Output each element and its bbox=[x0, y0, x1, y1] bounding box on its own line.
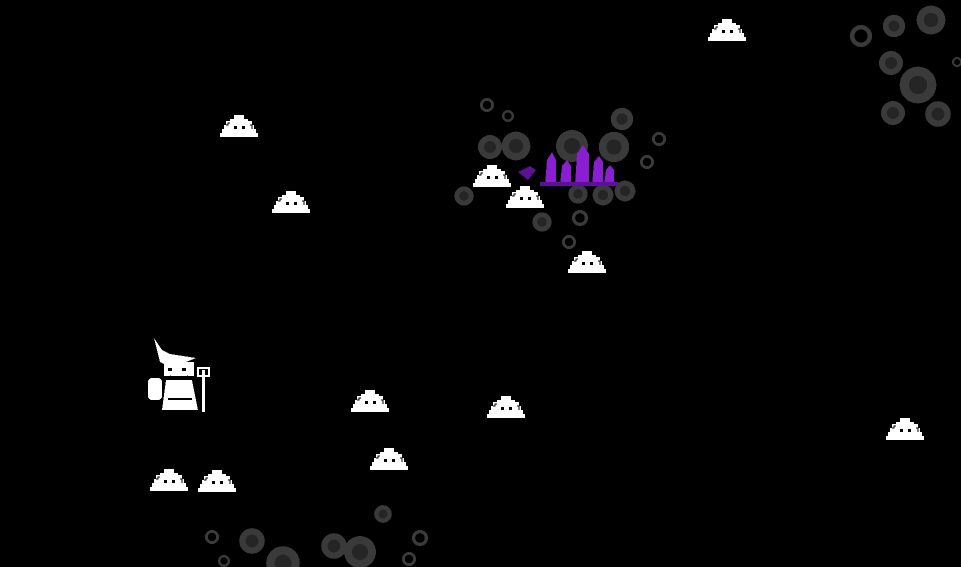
purple-crystal-icon[interactable] bbox=[518, 145, 618, 186]
slime-icon[interactable] bbox=[369, 447, 409, 471]
slime-enemies bbox=[149, 18, 925, 493]
rock-cluster-icon bbox=[852, 5, 961, 127]
slime-icon[interactable] bbox=[885, 417, 925, 441]
slime-icon[interactable] bbox=[271, 190, 311, 214]
slime-icon[interactable] bbox=[707, 18, 747, 42]
slime-icon[interactable] bbox=[505, 185, 545, 209]
wizard-icon[interactable] bbox=[148, 338, 210, 412]
slime-icon[interactable] bbox=[486, 395, 526, 419]
slime-icon[interactable] bbox=[149, 468, 189, 492]
slime-icon[interactable] bbox=[197, 469, 237, 493]
rock-cluster-icon bbox=[205, 505, 428, 567]
slime-icon[interactable] bbox=[567, 250, 607, 274]
slime-icon[interactable] bbox=[219, 114, 259, 138]
slime-icon[interactable] bbox=[472, 164, 512, 188]
slime-icon[interactable] bbox=[350, 389, 390, 413]
